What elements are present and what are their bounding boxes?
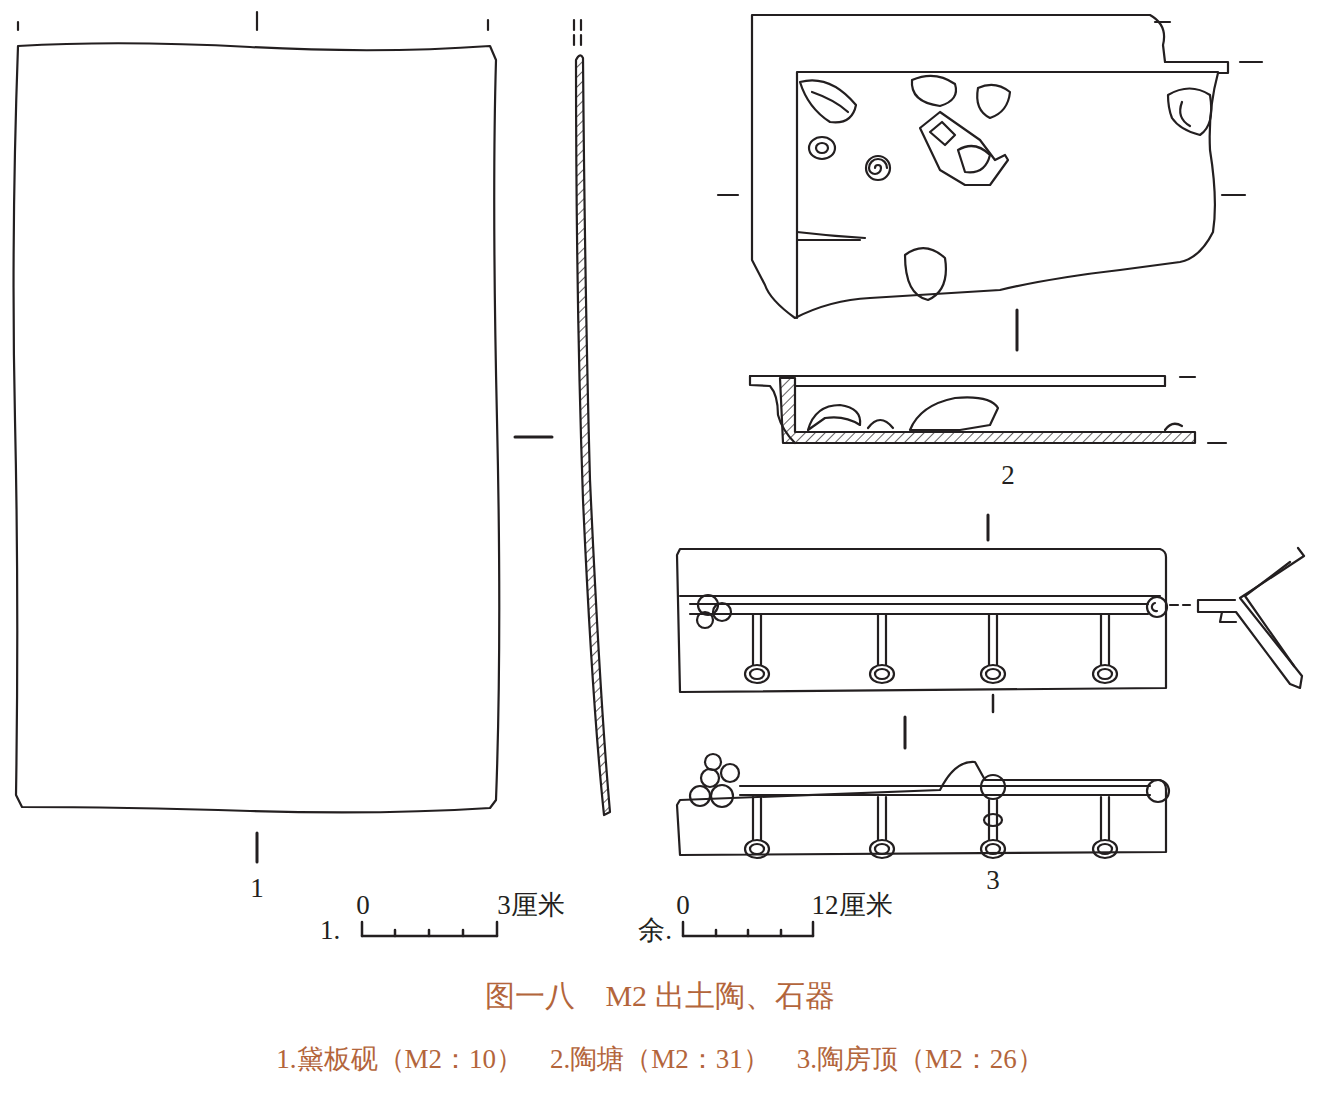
ink-slab-plan	[14, 12, 500, 862]
scale-bar-2	[683, 922, 813, 936]
figure-title: 图一八 M2 出土陶、石器	[485, 979, 834, 1012]
ink-slab-section	[515, 20, 610, 815]
figure-number: 1	[250, 875, 264, 902]
scale-value: 0	[676, 892, 690, 919]
scale-prefix: 1.	[320, 917, 340, 944]
roof-posts	[745, 615, 1117, 683]
scale-value: 0	[356, 892, 370, 919]
figure-number: 3	[986, 867, 1000, 894]
roof-view-upper	[677, 515, 1190, 712]
roof-view-lower	[677, 717, 1169, 858]
pond-plan	[718, 15, 1262, 350]
pond-section	[750, 376, 1226, 443]
scale-bar-1	[362, 922, 497, 936]
roof-profile	[1198, 548, 1304, 688]
scale-value: 12厘米	[812, 892, 893, 919]
scale-prefix: 余.	[638, 917, 672, 944]
scale-value: 3厘米	[497, 892, 565, 919]
figure-number: 2	[1001, 462, 1015, 489]
figure-caption: 1.黛板砚（M2：10） 2.陶塘（M2：31） 3.陶房顶（M2：26）	[276, 1045, 1043, 1075]
